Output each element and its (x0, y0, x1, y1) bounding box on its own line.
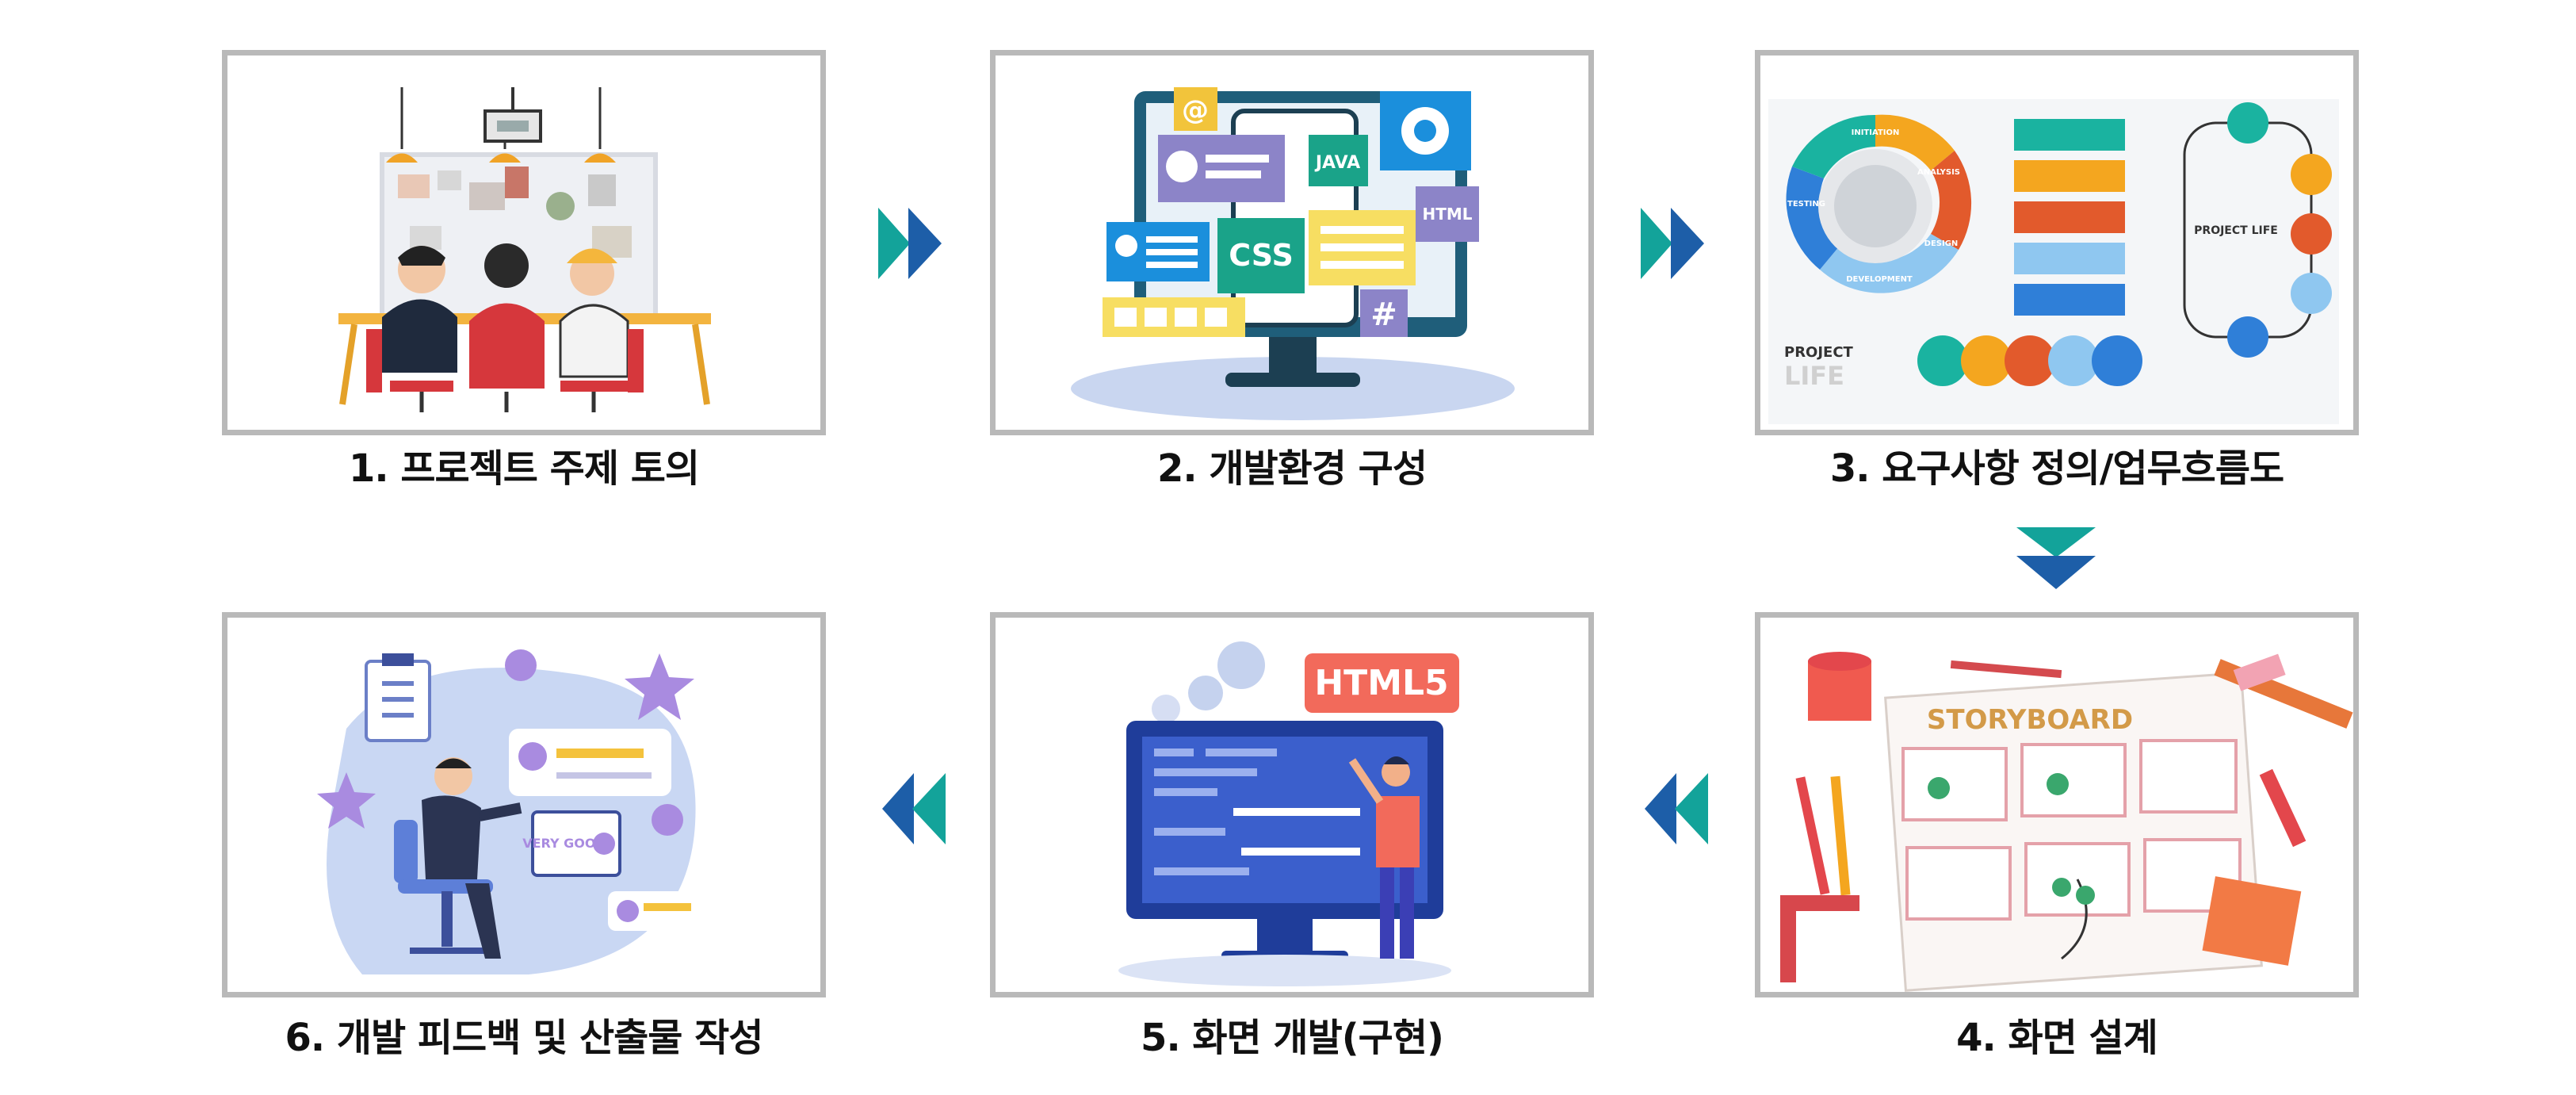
html5-label: HTML5 (1314, 663, 1448, 703)
step-2-caption: 2. 개발환경 구성 (1156, 446, 1428, 491)
arrow-step1-to-step2 (878, 208, 946, 279)
arrow-step5-to-step6 (878, 773, 946, 844)
very-good-label: VERY GOOD (522, 836, 606, 851)
hash-label: # (1370, 297, 1397, 333)
initiation-label: INITIATION (1852, 128, 1900, 137)
css-label: CSS (1229, 238, 1294, 273)
arrow-step4-to-step5 (1641, 773, 1708, 844)
project-lifecycle-illustration: INITIATION ANALYSIS DESIGN DEVELOPMENT T… (1768, 99, 2339, 424)
development-label: DEVELOPMENT (1846, 275, 1913, 284)
team-meeting-illustration (338, 87, 711, 412)
step-5-card: HTML5 (990, 612, 1594, 997)
at-symbol: @ (1182, 94, 1209, 126)
arrow-step3-to-step4 (2016, 527, 2096, 591)
html-label: HTML (1422, 205, 1472, 224)
design-label: DESIGN (1924, 239, 1959, 248)
double-chevron-left-icon (882, 773, 946, 844)
storyboard-title: STORYBOARD (1927, 704, 2133, 736)
analysis-label: ANALYSIS (1917, 168, 1960, 177)
step-1-caption: 1. 프로젝트 주제 토의 (348, 446, 700, 491)
step-3-caption: 3. 요구사항 정의/업무흐름도 (1829, 446, 2284, 491)
life-label: LIFE (1784, 361, 1844, 391)
html5-coding-illustration: HTML5 (1118, 641, 1459, 986)
storyboard-illustration: STORYBOARD (1780, 652, 2353, 992)
feedback-review-illustration: VERY GOOD (317, 649, 703, 974)
double-chevron-right-icon (878, 208, 942, 279)
step-2-card: JAVA @ CSS HTML # (990, 50, 1594, 435)
testing-label: TESTING (1787, 200, 1825, 209)
step-1-card (222, 50, 826, 435)
step-4-caption: 4. 화면 설계 (1956, 1016, 2158, 1060)
step-6-card: VERY GOOD (222, 612, 826, 997)
web-development-illustration: JAVA @ CSS HTML # (1071, 87, 1515, 420)
project-life-label: PROJECT LIFE (2194, 224, 2278, 237)
step-3-card: INITIATION ANALYSIS DESIGN DEVELOPMENT T… (1755, 50, 2359, 435)
step-6-caption: 6. 개발 피드백 및 산출물 작성 (285, 1016, 764, 1060)
step-5-caption: 5. 화면 개발(구현) (1141, 1016, 1444, 1060)
step-4-card: STORYBOARD (1755, 612, 2359, 997)
java-label: JAVA (1314, 153, 1360, 173)
double-chevron-down-icon (2016, 527, 2096, 589)
double-chevron-right-icon (1641, 208, 1704, 279)
project-label: PROJECT (1784, 344, 1854, 361)
arrow-step2-to-step3 (1641, 208, 1708, 279)
double-chevron-left-icon (1645, 773, 1708, 844)
